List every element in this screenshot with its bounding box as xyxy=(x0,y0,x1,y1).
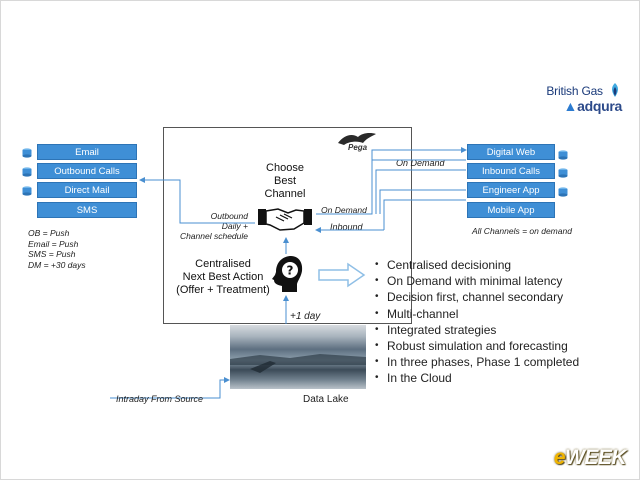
plus-one-day-label: +1 day xyxy=(290,311,321,322)
database-icon xyxy=(558,168,568,178)
pega-logo: Pega xyxy=(336,131,378,155)
thinking-head-icon: ? xyxy=(272,256,303,292)
channel-email[interactable]: Email xyxy=(37,144,137,160)
eweek-watermark: eWEEK xyxy=(553,446,627,469)
on-demand-inner-label: On Demand xyxy=(321,205,367,215)
channel-outbound-calls[interactable]: Outbound Calls xyxy=(37,163,137,179)
note-ob: OB = Push xyxy=(28,228,70,238)
note-sms: SMS = Push xyxy=(28,249,76,259)
list-item: On Demand with minimal latency xyxy=(375,273,579,289)
next-best-action-label: Centralised Next Best Action (Offer + Tr… xyxy=(176,258,270,296)
flame-icon xyxy=(612,83,618,97)
pegasus-icon xyxy=(338,133,376,145)
list-item: In three phases, Phase 1 completed xyxy=(375,354,579,370)
brand-company: British Gas xyxy=(546,84,603,98)
data-lake-image xyxy=(230,325,366,389)
list-item: Multi-channel xyxy=(375,306,579,322)
database-icon xyxy=(22,186,32,196)
on-demand-top-label: On Demand xyxy=(396,158,445,168)
list-item: Integrated strategies xyxy=(375,322,579,338)
outline-arrow-icon xyxy=(318,262,366,288)
list-item: Robust simulation and forecasting xyxy=(375,338,579,354)
channel-digital-web[interactable]: Digital Web xyxy=(467,144,555,160)
database-icon xyxy=(22,148,32,158)
inbound-label: Inbound xyxy=(330,222,363,232)
svg-text:?: ? xyxy=(287,264,294,278)
intraday-source-label: Intraday From Source xyxy=(116,394,204,404)
channel-sms[interactable]: SMS xyxy=(37,202,137,218)
database-icon xyxy=(558,187,568,197)
handshake-icon xyxy=(258,208,312,231)
list-item: Decision first, channel secondary xyxy=(375,289,579,305)
lake-scene-icon xyxy=(230,354,366,373)
channel-direct-mail[interactable]: Direct Mail xyxy=(37,182,137,198)
choose-best-channel-label: Choose Best Channel xyxy=(264,162,306,200)
benefits-list: Centralised decisioning On Demand with m… xyxy=(375,257,579,387)
outbound-schedule-label: Outbound Daily + Channel schedule xyxy=(179,211,248,241)
database-icon xyxy=(22,167,32,177)
brand-partner: adqura xyxy=(577,98,622,114)
database-icon xyxy=(558,150,568,160)
note-email: Email = Push xyxy=(28,238,79,249)
list-item: Centralised decisioning xyxy=(375,257,579,273)
channel-mobile-app[interactable]: Mobile App xyxy=(467,202,555,218)
list-item: In the Cloud xyxy=(375,370,579,386)
brand-logo: British Gas ▲adqura xyxy=(546,83,622,114)
left-notes: OB = Push Email = Push SMS = Push DM = +… xyxy=(28,228,86,270)
channel-inbound-calls[interactable]: Inbound Calls xyxy=(467,163,555,179)
channel-engineer-app[interactable]: Engineer App xyxy=(467,182,555,198)
data-lake-label: Data Lake xyxy=(303,394,349,405)
right-note: All Channels = on demand xyxy=(472,226,572,236)
note-dm: DM = +30 days xyxy=(28,259,86,270)
